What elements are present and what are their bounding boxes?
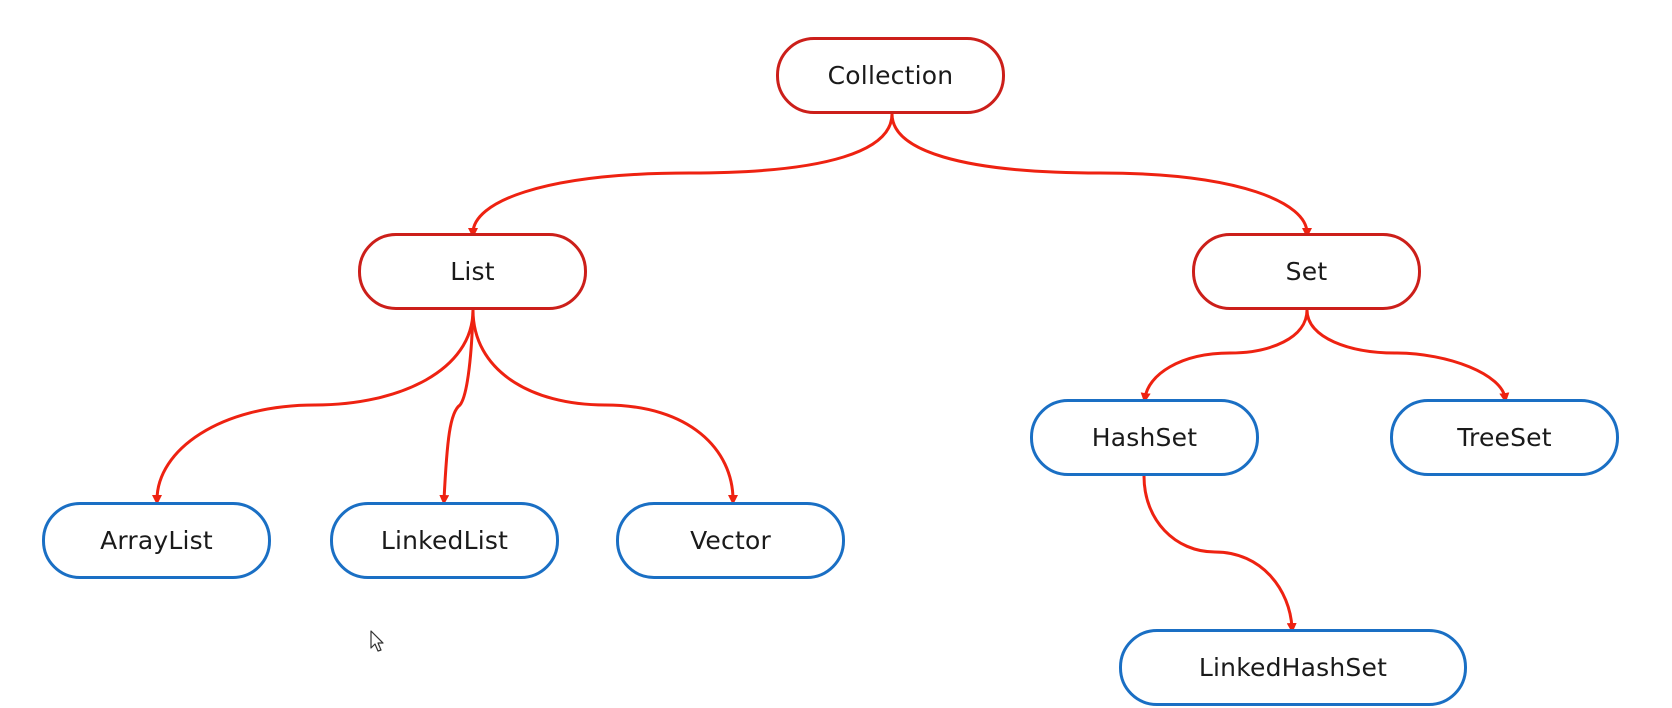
- node-treeset-label: TreeSet: [1457, 423, 1552, 452]
- node-linkedlist[interactable]: LinkedList: [330, 502, 559, 579]
- node-linkedlist-label: LinkedList: [380, 526, 509, 555]
- node-treeset[interactable]: TreeSet: [1390, 399, 1619, 476]
- edge-set-treeset: [1305, 308, 1510, 403]
- edge-list-arraylist: [152, 308, 475, 505]
- node-vector-label: Vector: [690, 526, 771, 555]
- edge-set-hashset: [1140, 308, 1309, 403]
- edge-hashset-linkedhashset: [1142, 474, 1297, 633]
- node-list[interactable]: List: [358, 233, 587, 310]
- node-list-label: List: [450, 257, 495, 286]
- edge-collection-set: [890, 112, 1312, 238]
- node-arraylist[interactable]: ArrayList: [42, 502, 271, 579]
- edge-list-vector: [471, 308, 738, 505]
- node-set[interactable]: Set: [1192, 233, 1421, 310]
- node-hashset-label: HashSet: [1091, 423, 1198, 452]
- mouse-pointer-icon: [370, 630, 384, 652]
- node-hashset[interactable]: HashSet: [1030, 399, 1259, 476]
- edge-collection-list: [468, 112, 894, 238]
- node-linkedhashset[interactable]: LinkedHashSet: [1119, 629, 1467, 706]
- node-collection[interactable]: Collection: [776, 37, 1005, 114]
- edge-list-linkedlist: [439, 308, 475, 505]
- node-linkedhashset-label: LinkedHashSet: [1198, 653, 1388, 682]
- node-arraylist-label: ArrayList: [100, 526, 213, 555]
- node-collection-label: Collection: [827, 61, 954, 90]
- node-vector[interactable]: Vector: [616, 502, 845, 579]
- node-set-label: Set: [1285, 257, 1328, 286]
